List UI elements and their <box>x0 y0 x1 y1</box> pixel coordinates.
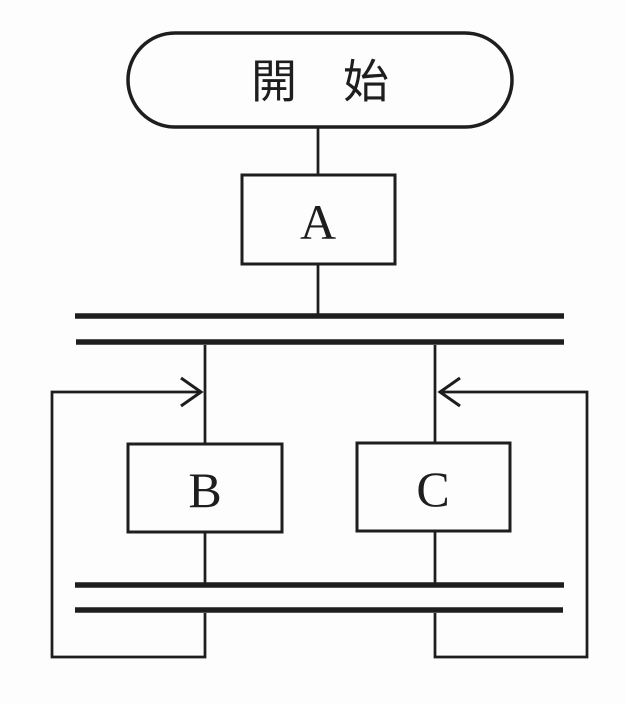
start-label: 開 始 <box>251 57 389 108</box>
arrowhead-left-icon <box>180 376 204 408</box>
process-c-shape <box>355 441 512 533</box>
arrowhead-right-icon <box>437 376 461 408</box>
process-a-shape <box>240 173 397 266</box>
loop-left-path <box>50 390 207 659</box>
process-c-label: C <box>416 461 449 517</box>
process-a-label: A <box>300 194 336 250</box>
process-b-label: B <box>188 462 221 518</box>
loop-right-path <box>433 390 589 659</box>
start-terminal-shape <box>126 31 514 129</box>
process-b-shape <box>126 442 284 534</box>
